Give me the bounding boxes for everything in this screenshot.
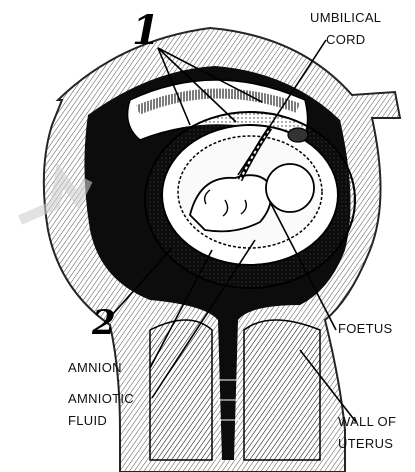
label-amnion: AMNION <box>68 360 122 375</box>
handwritten-mark-1: 1 <box>132 7 160 54</box>
label-wall-of-uterus-line2: UTERUS <box>338 436 393 451</box>
yolk-sac <box>288 128 308 142</box>
label-amniotic-fluid-line1: AMNIOTIC <box>68 391 134 406</box>
label-wall-of-uterus-line1: WALL OF <box>338 414 396 429</box>
label-umbilical-cord-line1: UMBILICAL <box>310 10 381 25</box>
handwritten-mark-2: 2 <box>91 303 116 343</box>
label-umbilical-cord-line2: CORD <box>326 32 365 47</box>
label-amniotic-fluid-line2: FLUID <box>68 413 107 428</box>
label-foetus: FOETUS <box>338 321 393 336</box>
